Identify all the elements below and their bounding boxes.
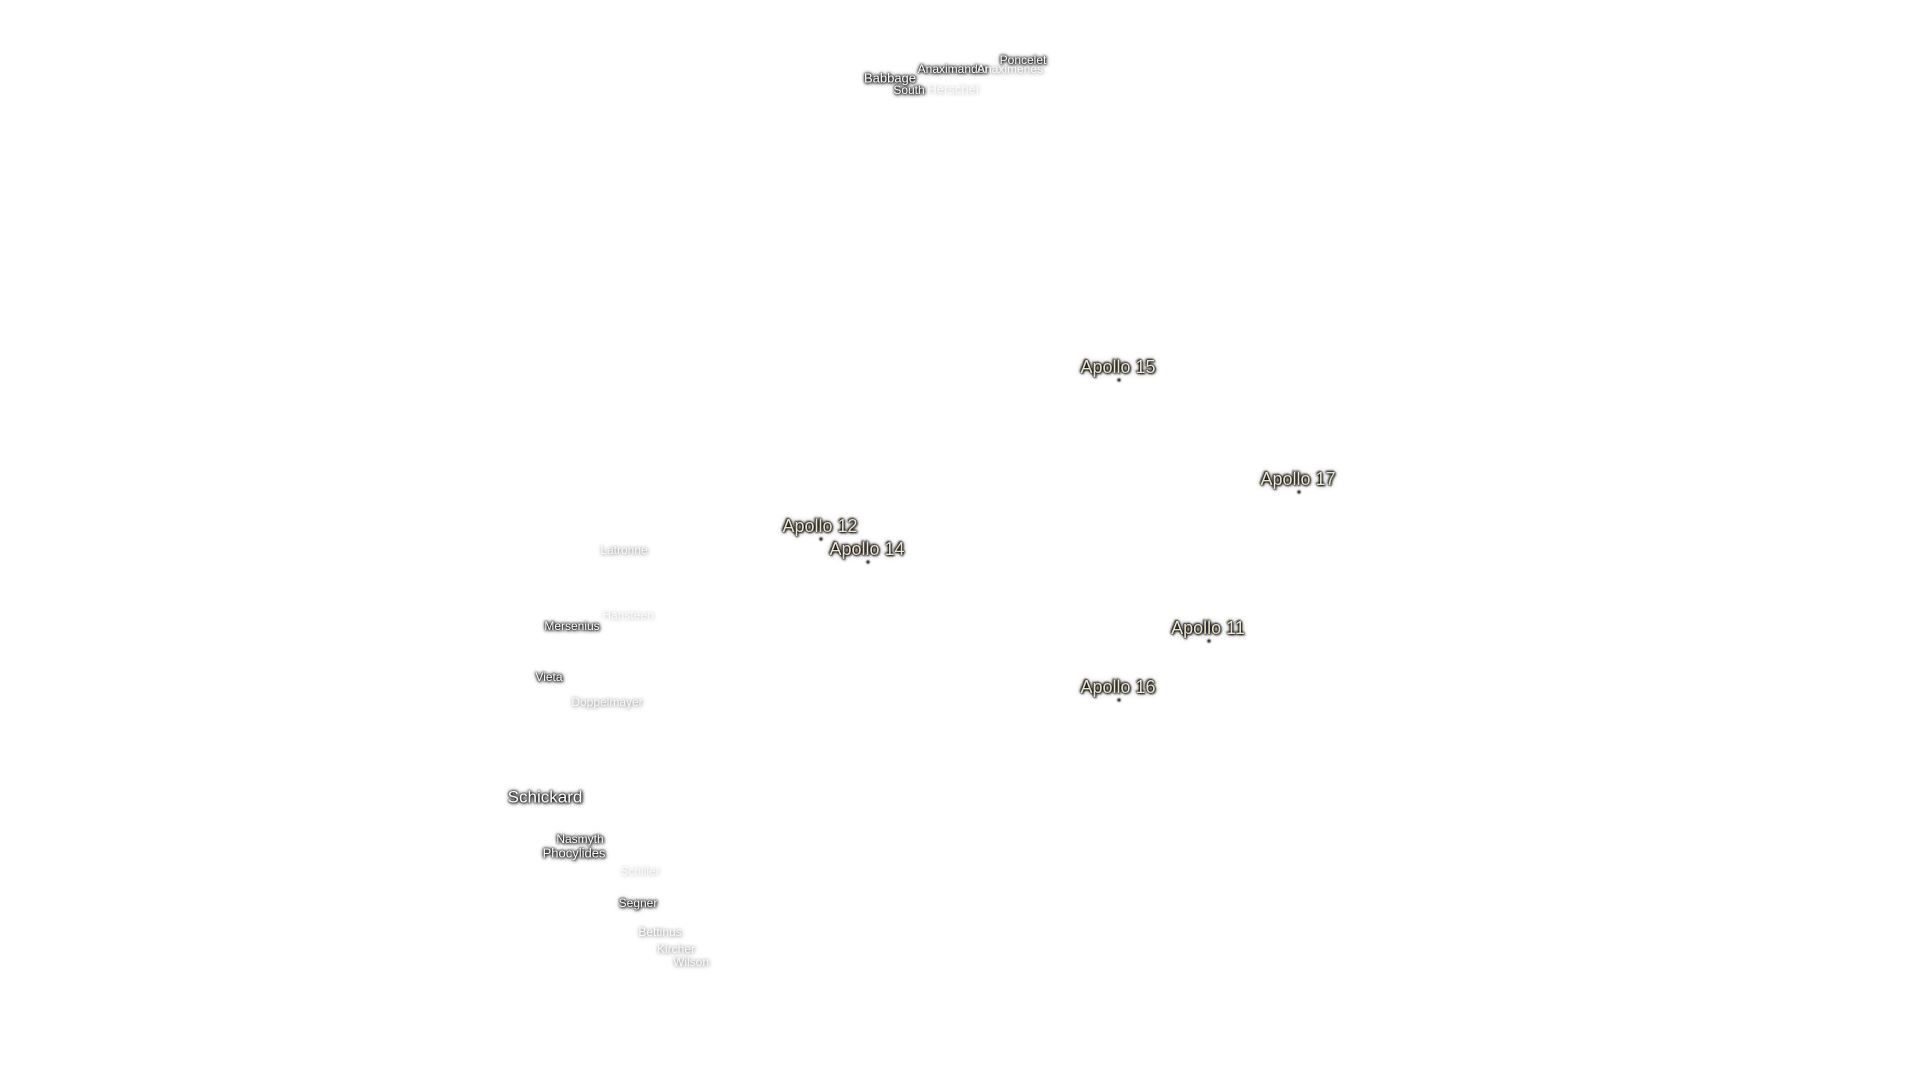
crater-label-vieta[interactable]: Vieta <box>535 670 563 684</box>
apollo-17-label[interactable]: Apollo 17 <box>1260 469 1336 489</box>
crater-label-herschel[interactable]: Herschel <box>927 81 979 97</box>
apollo-12-marker-icon[interactable] <box>819 537 823 541</box>
crater-label-anaximenes[interactable]: Anaximenes <box>976 62 1044 76</box>
crater-label-schickard[interactable]: Schickard <box>507 787 583 807</box>
crater-label-mersenius[interactable]: Mersenius <box>544 619 600 633</box>
apollo-14-marker-icon[interactable] <box>866 560 870 564</box>
crater-label-kircher[interactable]: Kircher <box>656 942 696 956</box>
apollo-17-marker-icon[interactable] <box>1297 490 1301 494</box>
apollo-15-marker-icon[interactable] <box>1117 378 1121 382</box>
crater-label-latronne[interactable]: Latronne <box>600 543 648 557</box>
apollo-16-label[interactable]: Apollo 16 <box>1080 677 1156 697</box>
apollo-12-label[interactable]: Apollo 12 <box>782 516 858 536</box>
crater-label-hansteen[interactable]: Hansteen <box>602 608 654 622</box>
apollo-15-label[interactable]: Apollo 15 <box>1080 357 1156 377</box>
crater-label-wilson[interactable]: Wilson <box>672 955 710 969</box>
crater-label-anaximander[interactable]: Anaximander <box>917 62 989 76</box>
apollo-16-marker-icon[interactable] <box>1117 698 1121 702</box>
apollo-14-label[interactable]: Apollo 14 <box>829 539 905 559</box>
crater-label-nasmyth[interactable]: Nasmyth <box>556 832 604 846</box>
crater-label-schiller[interactable]: Schiller <box>620 864 660 878</box>
apollo-11-marker-icon[interactable] <box>1207 639 1211 643</box>
apollo-11-label[interactable]: Apollo 11 <box>1171 618 1245 638</box>
crater-label-phocylides[interactable]: Phocylides <box>542 845 606 861</box>
crater-label-poncelet[interactable]: Poncelet <box>999 53 1047 67</box>
crater-label-south[interactable]: South <box>893 83 925 97</box>
crater-label-babbage[interactable]: Babbage <box>863 70 917 86</box>
crater-label-bettinus[interactable]: Bettinus <box>638 925 682 939</box>
crater-label-doppelmayer[interactable]: Doppelmayer <box>571 695 643 709</box>
crater-label-segner[interactable]: Segner <box>618 896 658 910</box>
